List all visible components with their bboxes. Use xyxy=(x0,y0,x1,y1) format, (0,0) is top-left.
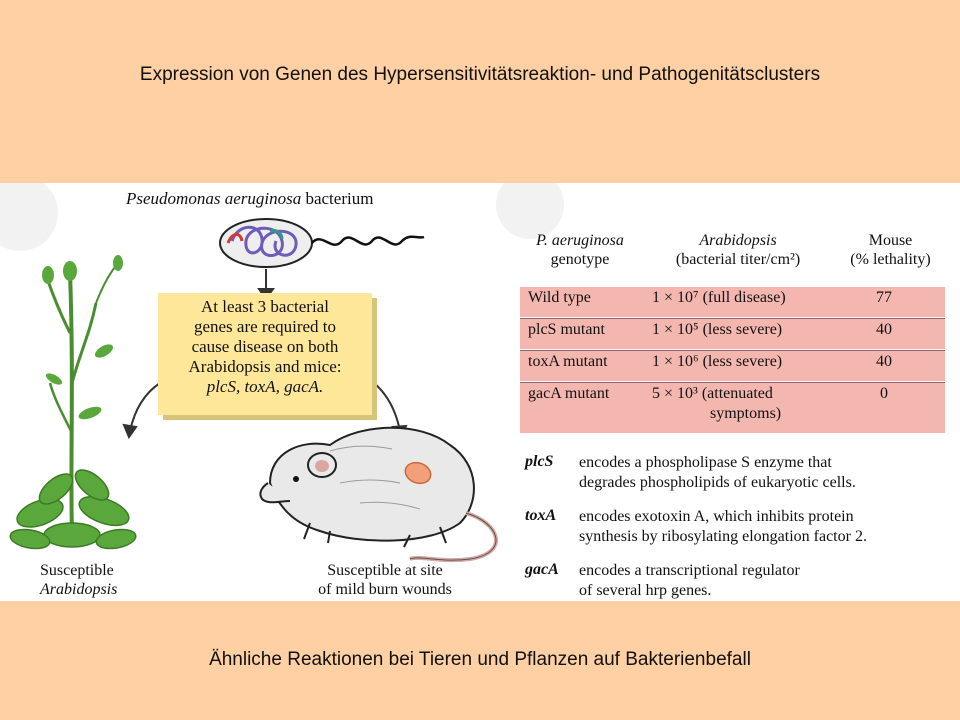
gene-name: plcS xyxy=(525,453,554,470)
header-line: Mouse xyxy=(868,232,913,249)
arrow-to-plant xyxy=(122,382,161,440)
gene-desc-line: synthesis by ribosylating elongation fac… xyxy=(579,528,867,545)
header-line: Arabidopsis xyxy=(699,232,777,249)
box-line: Arabidopsis and mice: xyxy=(188,357,342,377)
row-divider xyxy=(520,350,945,351)
bacterium-word: bacterium xyxy=(301,189,374,208)
gene-desc-line: encodes exotoxin A, which inhibits prote… xyxy=(579,508,854,525)
row-divider xyxy=(520,382,945,383)
plant-label-line: Arabidopsis xyxy=(40,581,118,599)
row-divider xyxy=(520,318,945,319)
gene-desc-line: encodes a transcriptional regulator xyxy=(579,562,800,579)
gene-desc: encodes a phospholipase S enzyme that de… xyxy=(579,453,856,493)
box-line: genes are required to xyxy=(193,317,337,337)
table-row: toxA mutant 1 × 10⁶ (less severe) 40 xyxy=(520,351,945,381)
mouse-icon xyxy=(259,426,498,563)
table-header-genotype: P. aeruginosa genotype xyxy=(520,231,640,269)
cell-genotype: plcS mutant xyxy=(528,321,605,338)
bg-circle xyxy=(0,183,58,251)
cell-genotype: Wild type xyxy=(528,289,591,306)
cell-genotype: gacA mutant xyxy=(528,385,610,402)
mouse-label: Susceptible at site of mild burn wounds xyxy=(290,561,480,599)
bacterium-icon xyxy=(219,218,425,268)
bacterium-species: Pseudomonas aeruginosa xyxy=(126,189,302,208)
cell-arabidopsis: 5 × 10³ (attenuated xyxy=(652,385,773,402)
box-line: plcS, toxA, gacA. xyxy=(206,377,324,397)
gene-desc: encodes exotoxin A, which inhibits prote… xyxy=(579,507,867,547)
table-row: Wild type 1 × 10⁷ (full disease) 77 xyxy=(520,287,945,317)
table-header-arabidopsis: Arabidopsis (bacterial titer/cm²) xyxy=(648,231,828,269)
gene-name: gacA xyxy=(525,561,559,578)
table-row: gacA mutant 5 × 10³ (attenuated symptoms… xyxy=(520,383,945,433)
bg-circle xyxy=(496,183,564,239)
gene-desc-line: degrades phospholipids of eukaryotic cel… xyxy=(579,474,856,491)
mouse-label-line: of mild burn wounds xyxy=(318,581,452,599)
header-line: P. aeruginosa xyxy=(536,232,624,249)
cell-arabidopsis: 1 × 10⁷ (full disease) xyxy=(652,289,786,306)
gene-name: toxA xyxy=(525,507,557,524)
gene-requirement-box: At least 3 bacterial genes are required … xyxy=(158,293,372,415)
illustration-layer xyxy=(0,183,564,563)
table-header-mouse: Mouse (% lethality) xyxy=(838,231,943,269)
cell-mouse: 40 xyxy=(876,353,892,370)
gene-desc: encodes a transcriptional regulator of s… xyxy=(579,561,800,601)
slide-title: Expression von Genen des Hypersensitivit… xyxy=(139,64,821,85)
slide-caption: Ähnliche Reaktionen bei Tieren und Pflan… xyxy=(209,649,751,670)
cell-genotype: toxA mutant xyxy=(528,353,608,370)
table-row: plcS mutant 1 × 10⁵ (less severe) 40 xyxy=(520,319,945,349)
cell-arabidopsis: 1 × 10⁶ (less severe) xyxy=(652,353,783,370)
pathogenicity-figure: Pseudomonas aeruginosa bacterium xyxy=(0,183,960,601)
cell-mouse: 0 xyxy=(880,385,888,402)
cell-arabidopsis: 1 × 10⁵ (less severe) xyxy=(652,321,783,338)
cell-mouse: 40 xyxy=(876,321,892,338)
mouse-label-line: Susceptible at site xyxy=(327,562,443,579)
box-line: cause disease on both xyxy=(191,337,339,357)
plant-label-line: Susceptible xyxy=(40,562,114,579)
gene-desc-line: encodes a phospholipase S enzyme that xyxy=(579,454,832,471)
arabidopsis-plant-icon xyxy=(9,255,137,550)
header-line: (% lethality) xyxy=(850,251,931,269)
header-line: (bacterial titer/cm²) xyxy=(675,251,801,269)
cell-arabidopsis: symptoms) xyxy=(710,405,782,422)
header-line: genotype xyxy=(550,251,610,269)
box-line: At least 3 bacterial xyxy=(201,297,329,316)
cell-mouse: 77 xyxy=(876,289,892,306)
bacterium-label: Pseudomonas aeruginosa bacterium xyxy=(126,189,373,209)
plant-label: Susceptible Arabidopsis xyxy=(40,561,117,599)
gene-desc-line: of several hrp genes. xyxy=(579,582,712,599)
